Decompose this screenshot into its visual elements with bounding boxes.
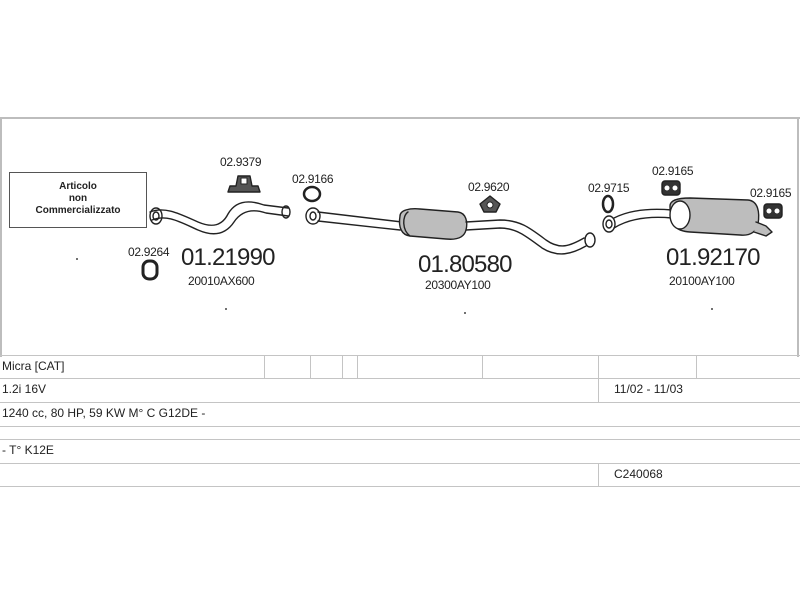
rear-silencer-code[interactable]: 01.92170 bbox=[666, 244, 761, 271]
table-row-border bbox=[0, 402, 800, 403]
center-silencer-drawing[interactable] bbox=[305, 207, 596, 255]
gasket-icon[interactable] bbox=[302, 185, 322, 203]
column-separator bbox=[310, 355, 311, 378]
chassis-cell: - T° K12E bbox=[2, 443, 54, 457]
dot-marker bbox=[225, 308, 227, 310]
table-row-border bbox=[0, 355, 800, 356]
rubber-mount-icon-2[interactable] bbox=[763, 203, 783, 219]
center-silencer-oem: 20300AY100 bbox=[425, 278, 491, 292]
table-row-border bbox=[0, 463, 800, 464]
center-silencer-code[interactable]: 01.80580 bbox=[418, 251, 513, 278]
accessory-code-3[interactable]: 02.9166 bbox=[292, 172, 334, 186]
column-separator bbox=[598, 463, 599, 486]
accessory-code-4[interactable]: 02.9620 bbox=[468, 180, 510, 194]
column-separator bbox=[357, 355, 358, 378]
rubber-mount-icon[interactable] bbox=[661, 180, 681, 196]
exhaust-diagram bbox=[76, 175, 783, 314]
engine-cell: 1.2i 16V bbox=[2, 382, 47, 396]
table-row-border bbox=[0, 439, 800, 440]
front-pipe-drawing[interactable] bbox=[149, 201, 291, 235]
seal-ring-icon[interactable] bbox=[601, 194, 615, 214]
top-border bbox=[0, 117, 800, 119]
accessory-code-7[interactable]: 02.9165 bbox=[750, 186, 792, 200]
accessory-code-2[interactable]: 02.9264 bbox=[128, 245, 170, 259]
front-pipe-code[interactable]: 01.21990 bbox=[181, 244, 276, 271]
table-row-border bbox=[0, 426, 800, 427]
rear-silencer-drawing[interactable] bbox=[602, 197, 773, 237]
kit-code-cell[interactable]: C240068 bbox=[614, 467, 663, 481]
left-border bbox=[0, 117, 2, 357]
years-cell: 11/02 - 11/03 bbox=[614, 382, 683, 396]
dot-marker bbox=[76, 258, 78, 260]
not-sold-line-3: Commercializzato bbox=[35, 205, 121, 216]
column-separator bbox=[264, 355, 265, 378]
table-row-border bbox=[0, 486, 800, 487]
bracket-icon[interactable] bbox=[227, 175, 261, 193]
model-cell: Micra [CAT] bbox=[2, 359, 65, 373]
not-sold-box: Articolo non Commercializzato bbox=[9, 172, 147, 228]
table-row-border bbox=[0, 378, 800, 379]
accessory-code-1[interactable]: 02.9379 bbox=[220, 155, 262, 169]
specs-cell: 1240 cc, 80 HP, 59 KW M° C G12DE - bbox=[2, 406, 206, 420]
column-separator bbox=[696, 355, 697, 378]
not-sold-line-1: Articolo bbox=[59, 181, 97, 192]
column-separator bbox=[342, 355, 343, 378]
not-sold-line-2: non bbox=[68, 193, 88, 204]
dot-marker bbox=[711, 308, 713, 310]
accessory-code-6[interactable]: 02.9165 bbox=[652, 164, 694, 178]
dot-marker bbox=[464, 312, 466, 314]
column-separator bbox=[598, 378, 599, 402]
right-border bbox=[797, 117, 799, 357]
hanger-icon[interactable] bbox=[479, 195, 501, 213]
rear-silencer-oem: 20100AY100 bbox=[669, 274, 735, 288]
rubber-ring-icon[interactable] bbox=[141, 259, 159, 281]
front-pipe-oem: 20010AX600 bbox=[188, 274, 255, 288]
column-separator bbox=[482, 355, 483, 378]
accessory-code-5[interactable]: 02.9715 bbox=[588, 181, 630, 195]
column-separator bbox=[598, 355, 599, 378]
